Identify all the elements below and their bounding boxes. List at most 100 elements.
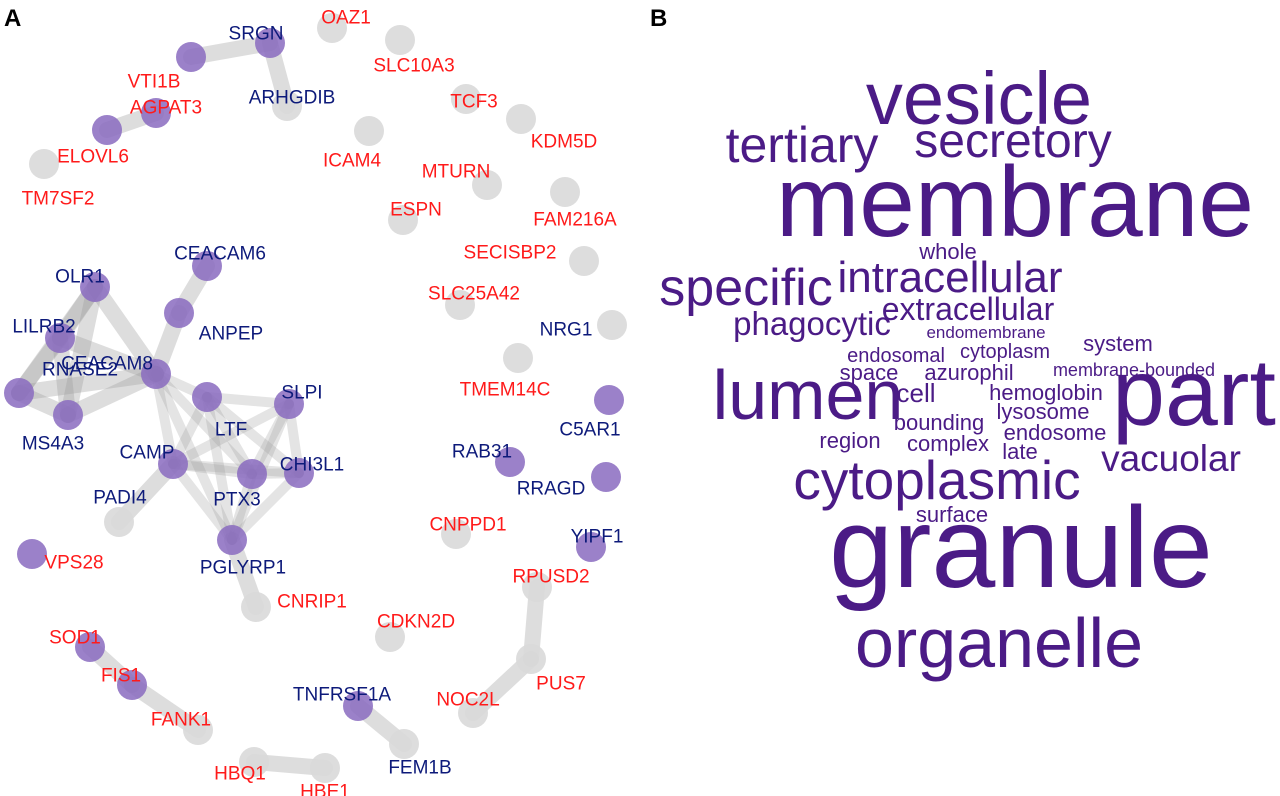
gene-label-nrg1: NRG1 bbox=[540, 320, 593, 341]
node-rab31 bbox=[495, 447, 525, 477]
word-vesicle: vesicle bbox=[866, 57, 1092, 140]
word-specific: specific bbox=[659, 259, 832, 317]
node-icam4 bbox=[354, 116, 384, 146]
gene-label-elovl6: ELOVL6 bbox=[57, 147, 129, 168]
node-ptx3 bbox=[237, 459, 267, 489]
word-extracellular: extracellular bbox=[882, 291, 1055, 327]
gene-label-slpi: SLPI bbox=[281, 383, 322, 404]
gene-label-fis1: FIS1 bbox=[101, 666, 141, 687]
gene-label-rragd: RRAGD bbox=[517, 479, 586, 500]
node-pus7 bbox=[516, 644, 546, 674]
gene-label-cnppd1: CNPPD1 bbox=[429, 515, 506, 536]
node-camp bbox=[158, 449, 188, 479]
node-tmem14c bbox=[503, 343, 533, 373]
word-vacuolar: vacuolar bbox=[1101, 438, 1241, 479]
gene-label-slc25a42: SLC25A42 bbox=[428, 284, 520, 305]
node-padi4 bbox=[104, 507, 134, 537]
node-kdm5d bbox=[506, 104, 536, 134]
gene-label-rab31: RAB31 bbox=[452, 442, 512, 463]
gene-label-rnase2: RNASE2 bbox=[42, 360, 118, 381]
word-region: region bbox=[819, 428, 880, 453]
node-fam216a bbox=[550, 177, 580, 207]
gene-label-sod1: SOD1 bbox=[49, 628, 101, 649]
word-bounding: bounding bbox=[894, 410, 985, 435]
gene-label-padi4: PADI4 bbox=[93, 488, 147, 509]
gene-label-noc2l: NOC2L bbox=[436, 690, 499, 711]
node-rnase2 bbox=[4, 378, 34, 408]
word-lysosome: lysosome bbox=[997, 399, 1090, 424]
edge-camp-pglyrp1 bbox=[168, 459, 237, 545]
node-rragd bbox=[591, 462, 621, 492]
node-tcf3 bbox=[451, 84, 481, 114]
node-tnfrsf1a bbox=[343, 691, 373, 721]
node-ltf bbox=[192, 382, 222, 412]
gene-label-tmem14c: TMEM14C bbox=[460, 380, 551, 401]
node-fis1 bbox=[117, 670, 147, 700]
node-lilrb2 bbox=[45, 323, 75, 353]
node-secisbp2 bbox=[569, 246, 599, 276]
gene-label-pglyrp1: PGLYRP1 bbox=[200, 558, 286, 579]
edge-ltf-pglyrp1 bbox=[202, 392, 237, 545]
edge-ltf-chi3l1 bbox=[202, 392, 304, 478]
node-oaz1 bbox=[317, 13, 347, 43]
word-azurophil: azurophil bbox=[924, 360, 1013, 385]
word-membrane: membrane bbox=[776, 146, 1254, 258]
node-rpusd2 bbox=[522, 572, 552, 602]
word-whole: whole bbox=[918, 239, 976, 264]
gene-label-fam216a: FAM216A bbox=[533, 210, 617, 231]
word-endosomal: endosomal bbox=[847, 345, 945, 367]
word-organelle: organelle bbox=[855, 604, 1143, 682]
word-tertiary: tertiary bbox=[726, 117, 879, 173]
node-slpi bbox=[274, 389, 304, 419]
node-nrg1 bbox=[597, 310, 627, 340]
node-fem1b bbox=[389, 729, 419, 759]
node-vti1b bbox=[176, 42, 206, 72]
edge-slpi-camp bbox=[168, 399, 294, 469]
panel-label-b: B bbox=[650, 5, 667, 32]
gene-label-cdkn2d: CDKN2D bbox=[377, 612, 455, 633]
word-cell: cell bbox=[896, 378, 935, 408]
node-hbe1 bbox=[310, 753, 340, 783]
gene-label-camp: CAMP bbox=[120, 443, 175, 464]
word-cytoplasm: cytoplasm bbox=[960, 341, 1050, 363]
gene-label-ceacam8: CEACAM8 bbox=[61, 354, 153, 375]
node-vps28 bbox=[17, 539, 47, 569]
node-noc2l bbox=[458, 698, 488, 728]
word-hemoglobin: hemoglobin bbox=[989, 380, 1103, 405]
gene-label-slc10a3: SLC10A3 bbox=[373, 56, 454, 77]
node-anpep bbox=[164, 298, 194, 328]
word-lumen: lumen bbox=[713, 356, 904, 434]
node-srgn bbox=[255, 28, 285, 58]
gene-label-pus7: PUS7 bbox=[536, 674, 586, 695]
gene-label-vps28: VPS28 bbox=[44, 553, 103, 574]
edge-olr1-ms4a3 bbox=[60, 279, 103, 423]
edge-ceacam8-camp bbox=[151, 369, 178, 469]
edge-olr1-ceacam8 bbox=[87, 279, 164, 382]
word-complex: complex bbox=[907, 431, 989, 456]
gene-label-olr1: OLR1 bbox=[55, 267, 105, 288]
gene-label-rpusd2: RPUSD2 bbox=[512, 567, 589, 588]
node-arhgdib bbox=[272, 91, 302, 121]
node-chi3l1 bbox=[284, 458, 314, 488]
edge-chi3l1-pglyrp1 bbox=[227, 468, 304, 545]
node-ceacam8 bbox=[141, 359, 171, 389]
gene-label-ms4a3: MS4A3 bbox=[22, 434, 84, 455]
edge-camp-chi3l1 bbox=[168, 459, 304, 478]
node-cnppd1 bbox=[441, 519, 471, 549]
word-late: late bbox=[1002, 439, 1037, 464]
word-system: system bbox=[1083, 331, 1153, 356]
node-tm7sf2 bbox=[29, 149, 59, 179]
word-intracellular: intracellular bbox=[838, 253, 1063, 302]
gene-label-arhgdib: ARHGDIB bbox=[249, 88, 336, 109]
edge-rnase2-ceacam8 bbox=[11, 366, 164, 401]
gene-label-hbe1: HBE1 bbox=[300, 782, 350, 796]
gene-label-hbq1: HBQ1 bbox=[214, 764, 266, 785]
edge-ceacam8-ptx3 bbox=[151, 369, 257, 479]
edge-lilrb2-ceacam8 bbox=[52, 330, 164, 382]
gene-label-fank1: FANK1 bbox=[151, 710, 211, 731]
word-secretory: secretory bbox=[914, 115, 1111, 168]
word-granule: granule bbox=[829, 484, 1213, 612]
